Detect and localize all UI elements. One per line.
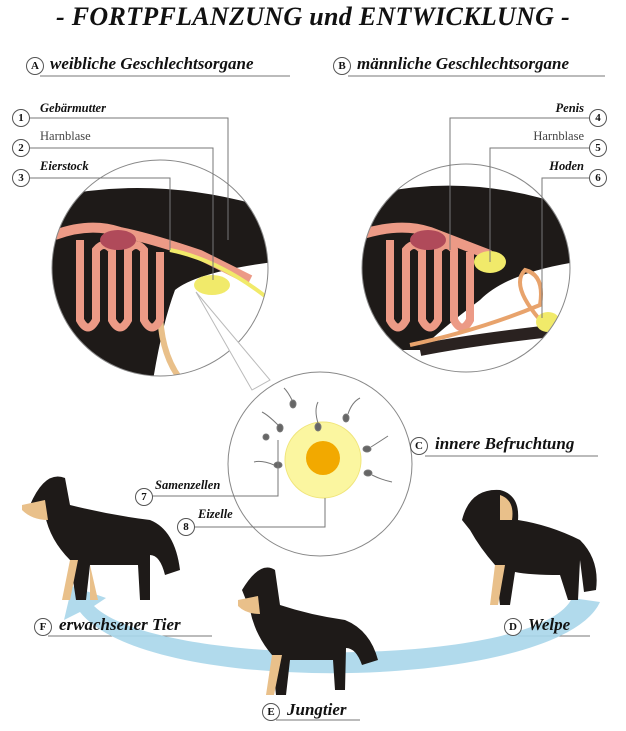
label-egg: Eizelle — [198, 507, 233, 521]
badge-2: 2 — [12, 139, 30, 157]
label-bladder-male: Harnblase — [533, 129, 584, 143]
adult-dog — [22, 476, 180, 600]
badge-6: 6 — [589, 169, 607, 187]
badge-d: D — [504, 618, 522, 636]
page-title: - FORTPFLANZUNG und ENTWICKLUNG - — [55, 2, 571, 31]
label-testicles: Hoden — [549, 159, 584, 173]
label-sperm: Samenzellen — [155, 478, 221, 492]
badge-c: C — [410, 437, 428, 455]
label-adult: erwachsener Tier — [59, 615, 181, 634]
label-male-organs: männliche Geschlechtsorgane — [357, 54, 570, 73]
leader-lines — [29, 117, 590, 528]
female-organs — [52, 188, 268, 376]
badge-e: E — [262, 703, 280, 721]
young-dog — [238, 567, 378, 695]
puppy — [462, 489, 597, 605]
development-arrow — [64, 586, 600, 674]
label-bladder-female: Harnblase — [40, 129, 91, 143]
badge-b: B — [333, 57, 351, 75]
badge-4: 4 — [589, 109, 607, 127]
label-fertilization: innere Befruchtung — [435, 434, 575, 453]
male-organs — [362, 185, 570, 356]
label-female-organs: weibliche Geschlechtsorgane — [50, 54, 254, 73]
badge-7: 7 — [135, 488, 153, 506]
badge-a: A — [26, 57, 44, 75]
badge-3: 3 — [12, 169, 30, 187]
label-young: Jungtier — [287, 700, 347, 719]
label-uterus: Gebärmutter — [40, 101, 106, 115]
label-puppy: Welpe — [528, 615, 571, 634]
badge-5: 5 — [589, 139, 607, 157]
fertilization — [227, 371, 413, 557]
label-ovary: Eierstock — [40, 159, 89, 173]
badge-8: 8 — [177, 518, 195, 536]
label-penis: Penis — [555, 101, 584, 115]
badge-f: F — [34, 618, 52, 636]
badge-1: 1 — [12, 109, 30, 127]
